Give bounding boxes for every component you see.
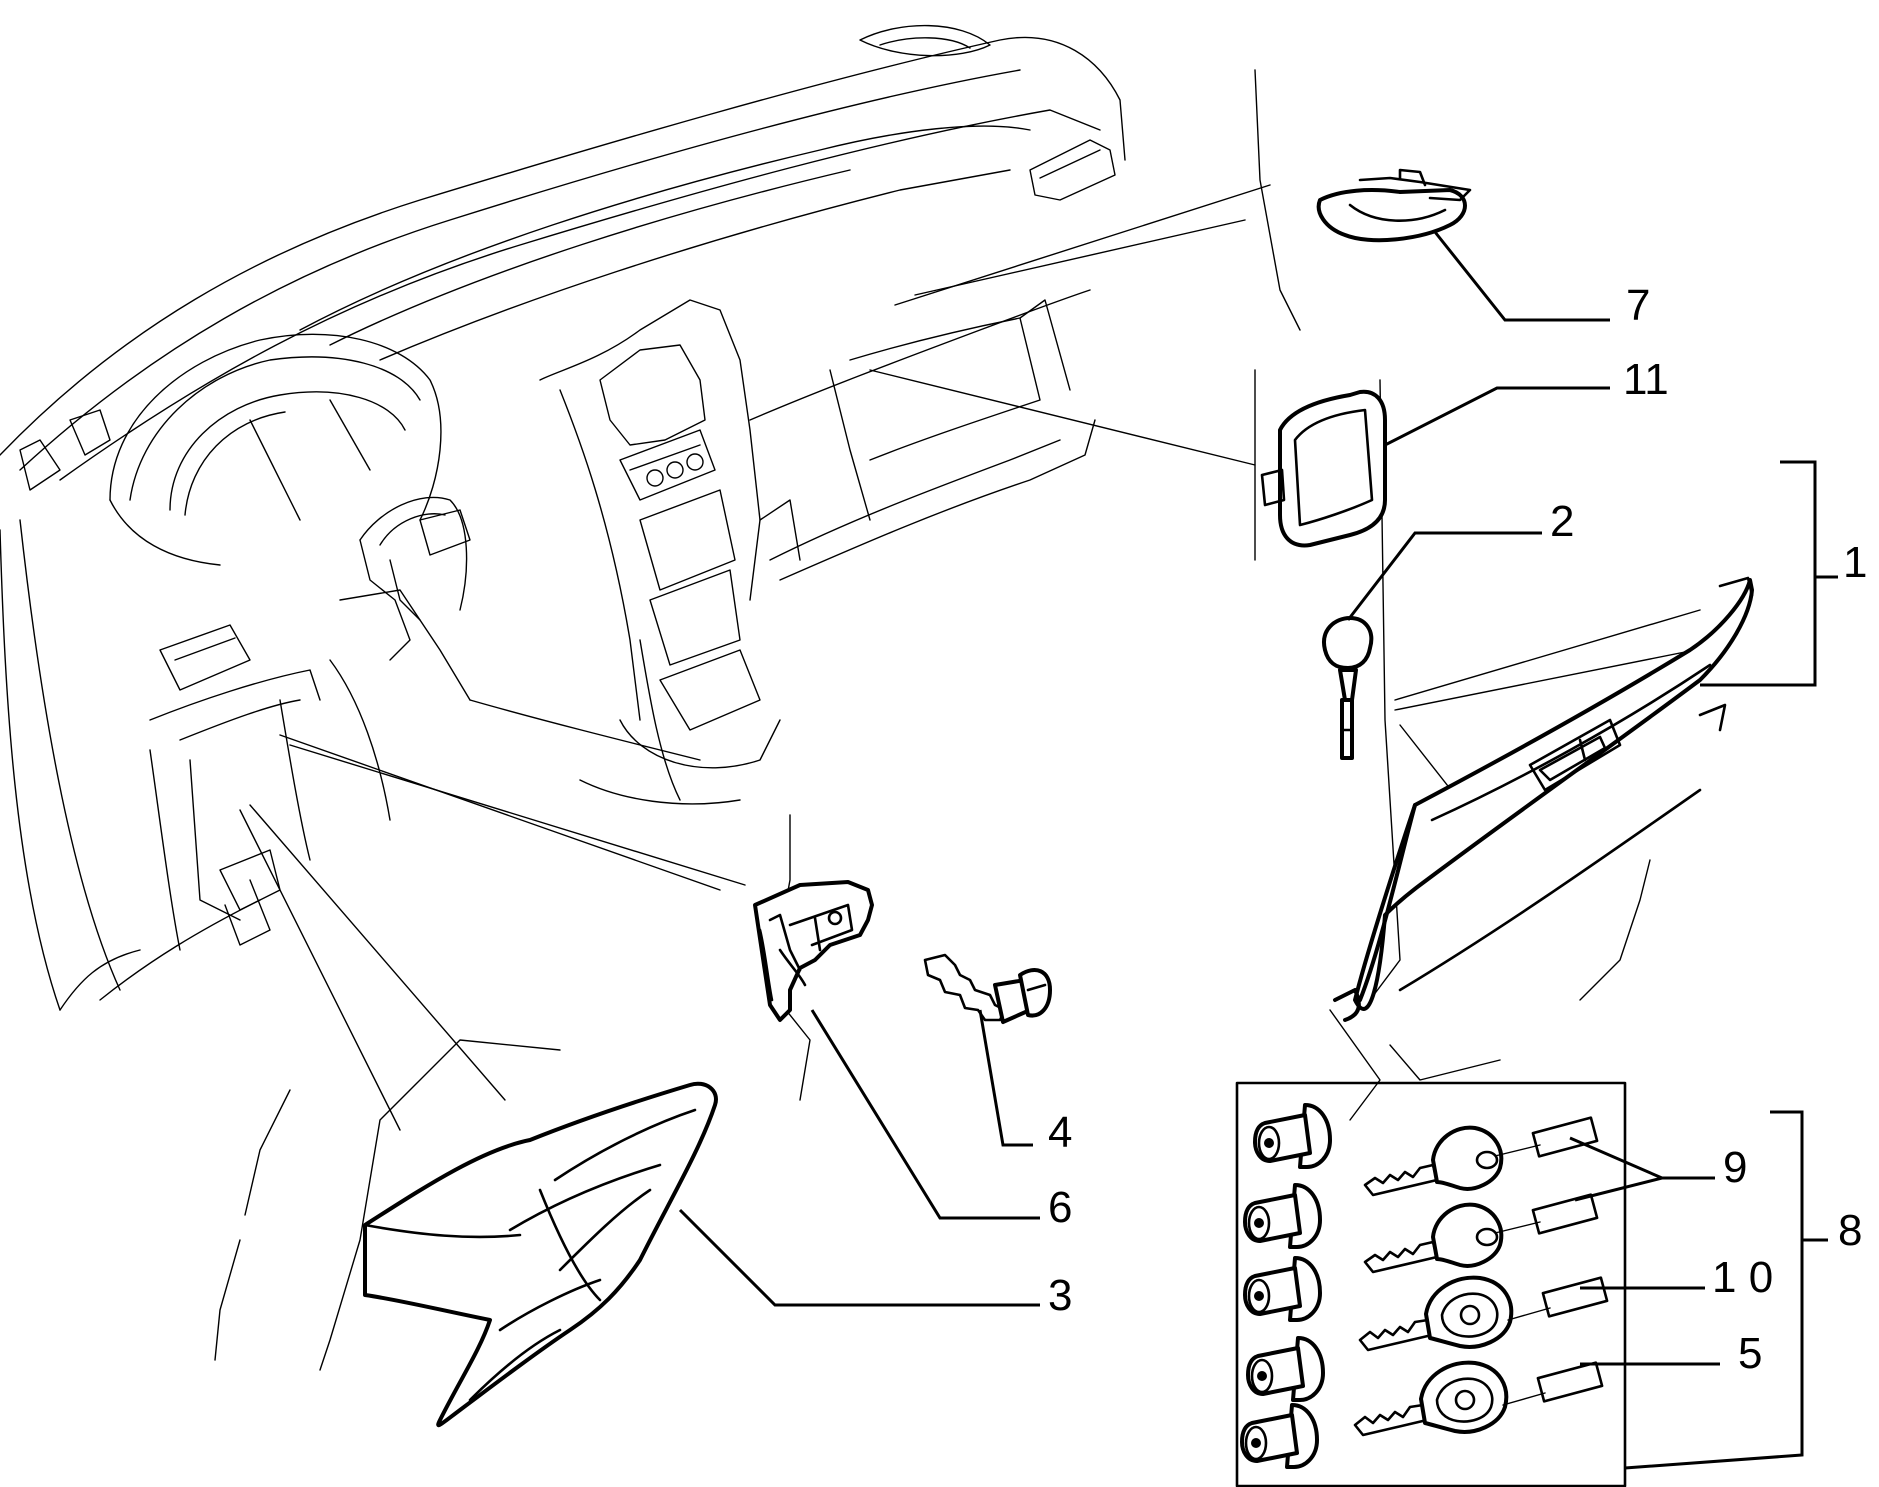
lock-cylinder [1246,1336,1325,1402]
bracket-1 [1700,460,1838,687]
callout-2: 2 [1550,497,1574,546]
leader-lines [678,231,1720,1366]
key-transponder [1358,1275,1609,1352]
part-4-screw [923,953,1052,1024]
dashboard-outline [0,24,1126,1011]
explosion-lines [239,184,1721,1131]
lock-kit-box [1235,1081,1627,1487]
part-3-lower-panel [363,1081,718,1428]
lock-cylinder [1253,1103,1332,1169]
lock-cylinder [1240,1403,1319,1469]
callout-3: 3 [1048,1271,1072,1320]
key-plain [1363,1193,1599,1274]
callout-4: 4 [1048,1108,1072,1157]
callout-10: 1 0 [1712,1253,1773,1302]
callout-7: 7 [1626,281,1650,330]
callout-9: 9 [1723,1143,1747,1192]
lock-cylinder [1243,1256,1322,1322]
callout-labels: 7 11 2 1 4 6 3 9 8 1 0 5 [1048,281,1867,1378]
key-plain [1363,1116,1599,1197]
callout-5: 5 [1738,1329,1762,1378]
keys [1353,1116,1609,1437]
callout-6: 6 [1048,1183,1072,1232]
part-11-cover [1260,389,1387,548]
part-2-pin [1322,616,1374,760]
bracket-8 [1624,1110,1828,1470]
context-outline-lines [214,69,1651,1371]
callout-11: 11 [1623,355,1669,404]
part-1-glovebox-door [1333,576,1754,1022]
part-6-latch [753,880,874,1022]
part-7-clip [1316,168,1472,243]
lock-cylinders [1240,1103,1332,1469]
key-transponder [1353,1360,1604,1437]
callout-8: 8 [1838,1206,1862,1255]
lock-cylinder [1243,1183,1322,1249]
callout-1: 1 [1843,538,1867,587]
